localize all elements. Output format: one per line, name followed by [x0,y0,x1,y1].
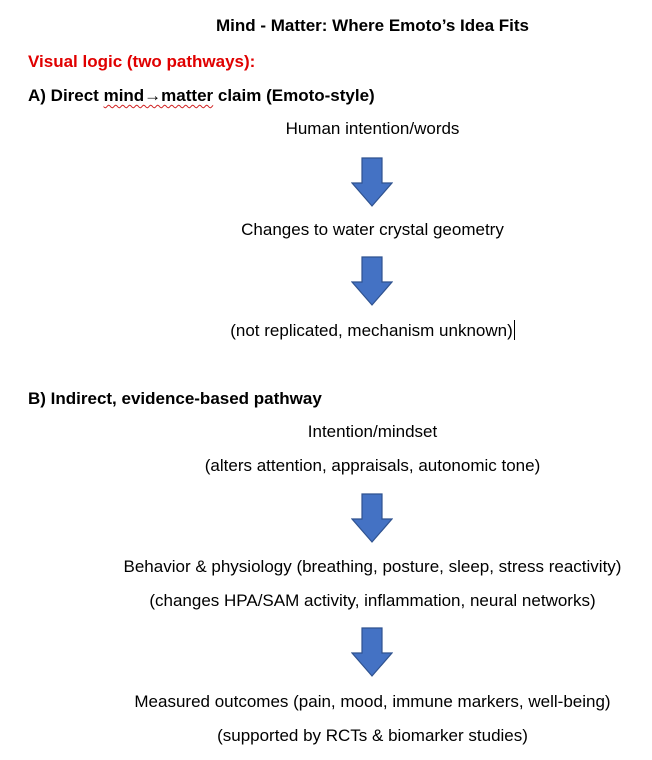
section-a-heading: A) Direct mind→matter claim (Emoto-style… [28,86,375,106]
section-a-suffix: claim (Emoto-style) [213,86,375,105]
pathway-a-step-2: Changes to water crystal geometry [241,220,504,239]
section-a-highlight: mind→matter [103,86,214,105]
pathway-b-step-1: Intention/mindset [307,422,438,441]
pathway-b-step-2-detail: (changes HPA/SAM activity, inflammation,… [149,591,596,610]
down-arrow-icon [351,157,393,207]
pathway-b-step-1-detail: (alters attention, appraisals, autonomic… [204,456,541,475]
section-b-heading: B) Indirect, evidence-based pathway [28,389,322,408]
text-cursor [513,320,515,340]
down-arrow-icon [351,627,393,677]
down-arrow-icon [351,493,393,543]
visual-logic-label: Visual logic (two pathways): [28,52,256,71]
pathway-a-step-3-text: (not replicated, mechanism unknown) [230,321,513,340]
pathway-b-step-3-detail: (supported by RCTs & biomarker studies) [217,726,528,745]
pathway-a-step-1: Human intention/words [285,119,460,138]
page-title: Mind - Matter: Where Emoto’s Idea Fits [216,16,529,35]
pathway-b-step-3: Measured outcomes (pain, mood, immune ma… [134,692,611,711]
pathway-b-step-2: Behavior & physiology (breathing, postur… [123,557,622,576]
section-a-prefix: A) Direct [28,86,104,105]
down-arrow-icon [351,256,393,306]
pathway-a-step-3: (not replicated, mechanism unknown) [0,320,652,341]
